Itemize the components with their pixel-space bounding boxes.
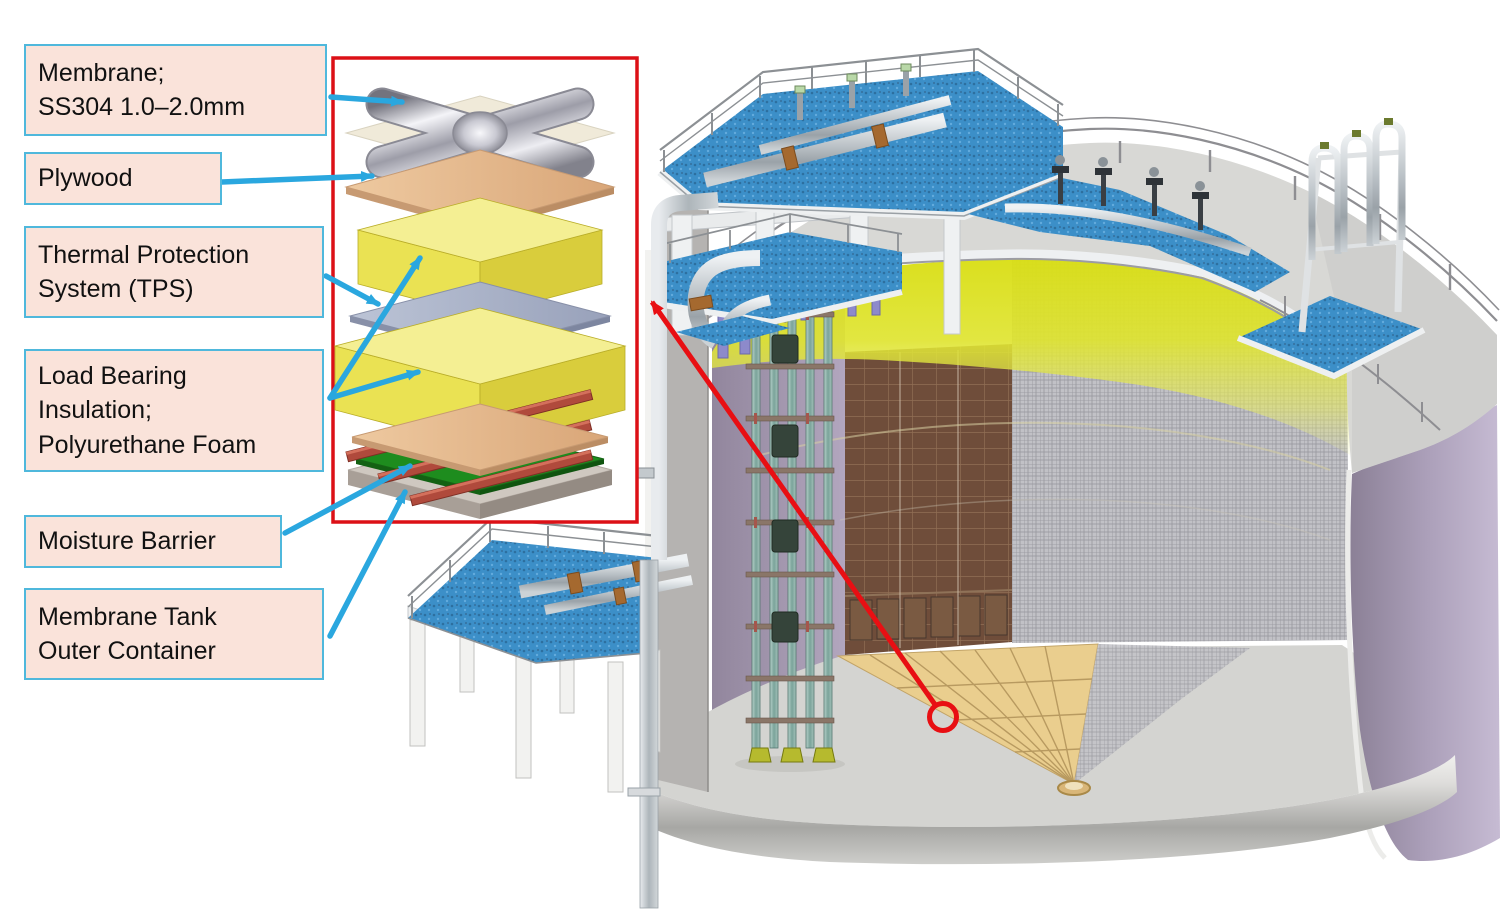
inset-panel [331,56,639,524]
rim-walkway [968,155,1290,292]
walkway-valves [1052,155,1209,230]
external-platform [407,516,693,793]
arrow-plywood [219,170,375,185]
plywood-sheet-lower [351,403,609,476]
callout-outer-line2: Outer Container [38,637,216,665]
callout-moisture-line1: Moisture Barrier [38,527,216,556]
upper-deck-railing [659,47,1064,172]
mid-deck-railing [662,213,903,263]
external-deck [408,540,658,663]
callout-load-bearing-line1: Load Bearing [38,361,187,390]
loop-valves [1320,118,1393,149]
outer-wall-cut-edge [1345,469,1387,860]
callout-outer-line1: Membrane Tank [38,602,217,631]
pump-tower-equipment [771,334,799,643]
callout-membrane-line2: SS304 1.0–2.0mm [38,93,246,121]
tank-floor [645,643,1455,827]
callout-tps-line2: System (TPS) [38,275,194,303]
roof-platform-left [657,47,1065,349]
floor-sump [1057,780,1091,796]
callout-arrows [219,94,423,639]
pump-tower [735,291,845,772]
callout-plywood-line1: Plywood [38,164,133,193]
arrow-load-bearing-lower [327,369,421,401]
arrow-outer-container [327,489,408,639]
walkway-pipe [1004,203,1252,257]
callout-load-bearing-line3: Polyurethane Foam [38,430,257,459]
callout-plywood: Plywood [24,152,222,205]
roof-pipe-rack-right [1236,118,1426,380]
insulation-wall-brown [845,344,1012,655]
interior-arc-line [759,421,1331,471]
upper-deck-pipes [703,63,952,188]
arrow-load-bearing-upper [327,255,423,401]
arrow-tps [323,273,381,307]
interior-arc-line-2 [839,498,1331,541]
detail-arrow [649,300,959,733]
roof-ring-surface [662,142,1497,473]
callout-membrane-line1: Membrane; [38,58,165,87]
arrow-moisture [282,463,413,536]
callout-outer-container: Membrane Tank Outer Container [24,588,324,680]
callout-load-bearing: Load Bearing Insulation; Polyurethane Fo… [24,349,324,472]
floor-mesh-area [1074,644,1250,784]
base-front-band [645,755,1457,865]
riser-pipes [627,192,719,909]
callout-load-bearing-line2: Insulation; [38,396,152,425]
lower-deck-strip [676,316,790,346]
vent-stubs [797,70,909,120]
arrow-membrane [328,94,405,107]
callout-membrane: Membrane; SS304 1.0–2.0mm [24,44,327,136]
callout-moisture-barrier: Moisture Barrier [24,515,282,568]
floor-panel-grid [869,645,1093,785]
callout-tps-line1: Thermal Protection [38,240,250,269]
callout-tps: Thermal Protection System (TPS) [24,226,324,318]
pump-tower-feet [748,747,836,763]
tank-outer-wall-right [1345,405,1500,862]
detail-target-circle [927,701,959,733]
corrugated-membrane-sheet [344,87,616,179]
